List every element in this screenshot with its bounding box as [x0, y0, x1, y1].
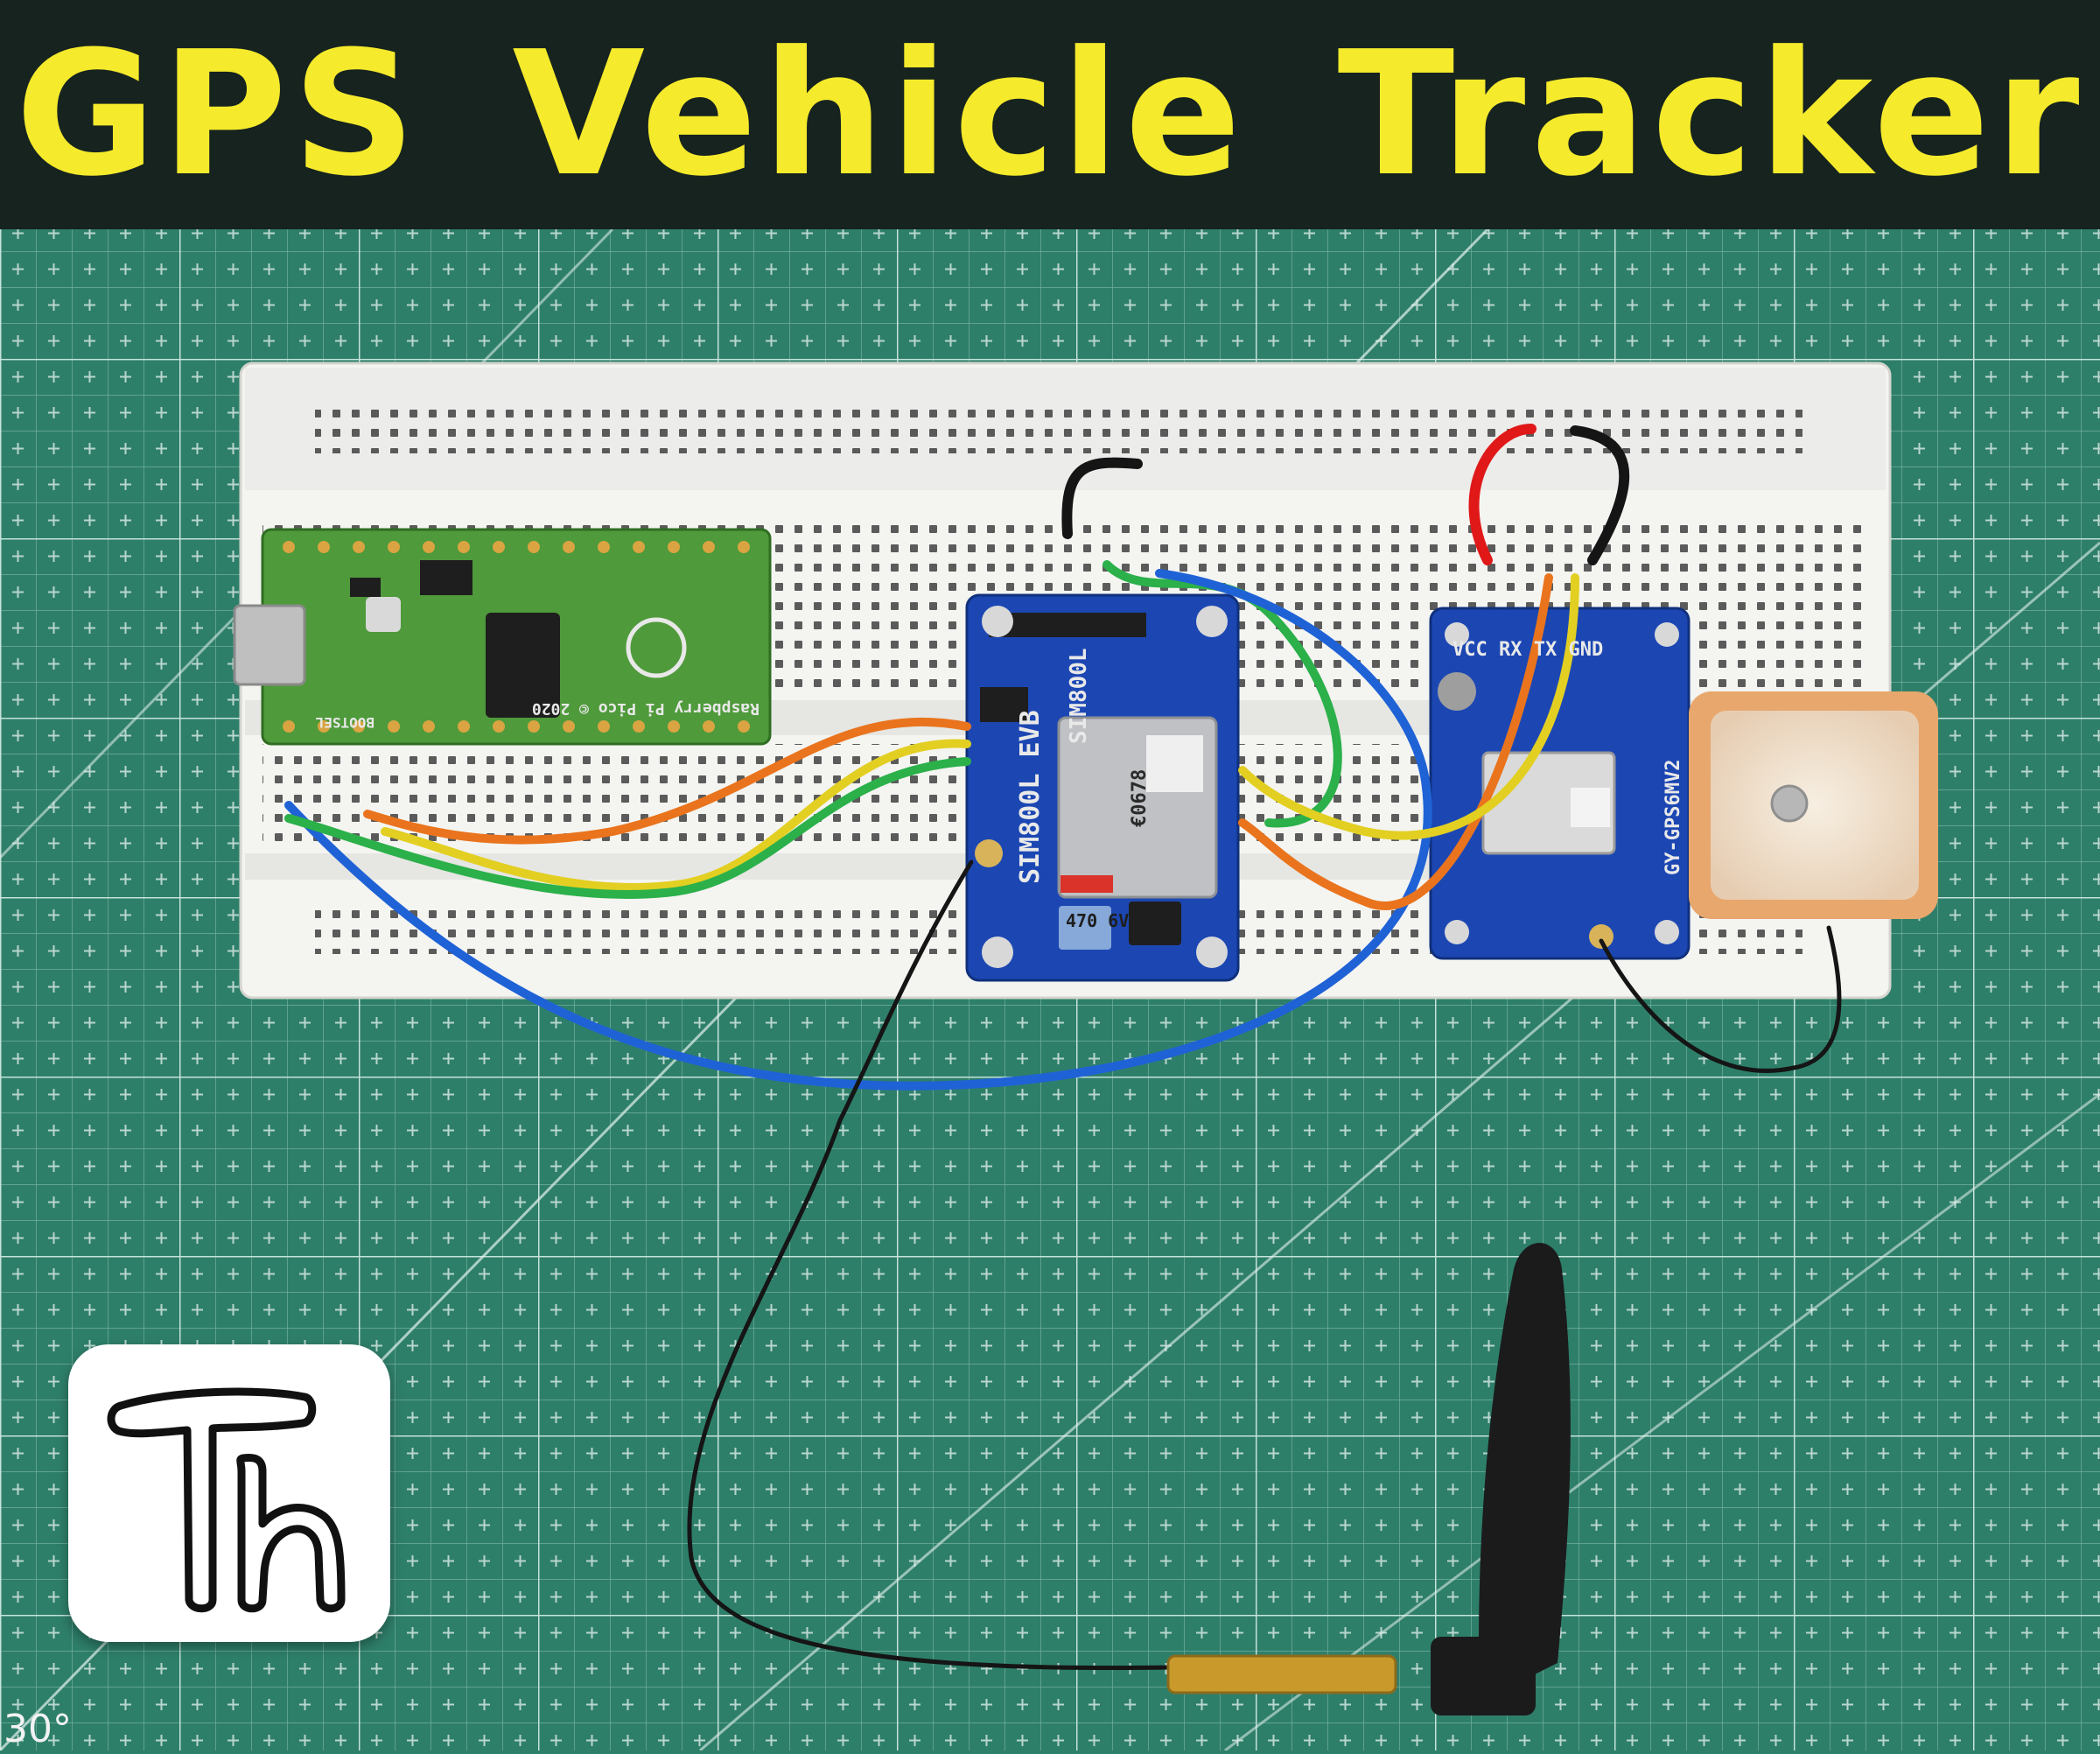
gsm-board-label: SIM800L EVB — [1015, 710, 1046, 884]
gsm-ce-label: €0678 — [1129, 768, 1151, 827]
gsm-chip-label: SIM800L — [1066, 648, 1092, 744]
title-banner: GPS Vehicle Tracker — [0, 0, 2100, 229]
pico-board-label: Raspberry Pi Pico © 2020 — [531, 699, 760, 718]
gsm-cap-label: 470 6V — [1066, 910, 1130, 931]
jumper-wires — [284, 424, 1842, 1671]
gps-pin-labels: VCC RX TX GND — [1452, 639, 1604, 661]
page-title: GPS Vehicle Tracker — [15, 15, 2085, 214]
gsm-module — [965, 593, 1240, 982]
gsm-antenna — [1166, 1243, 1571, 1715]
gps-patch-antenna — [1689, 691, 1938, 919]
pico-board — [233, 528, 772, 746]
th-logo — [68, 1344, 390, 1642]
th-logo-glyph — [107, 1387, 346, 1613]
pico-bootsel-label: BOOTSEL — [315, 714, 374, 731]
gps-board-label: GY-GPS6MV2 — [1662, 759, 1684, 875]
mat-angle-label: 30° — [4, 1707, 72, 1751]
gps-module — [1429, 607, 1690, 960]
